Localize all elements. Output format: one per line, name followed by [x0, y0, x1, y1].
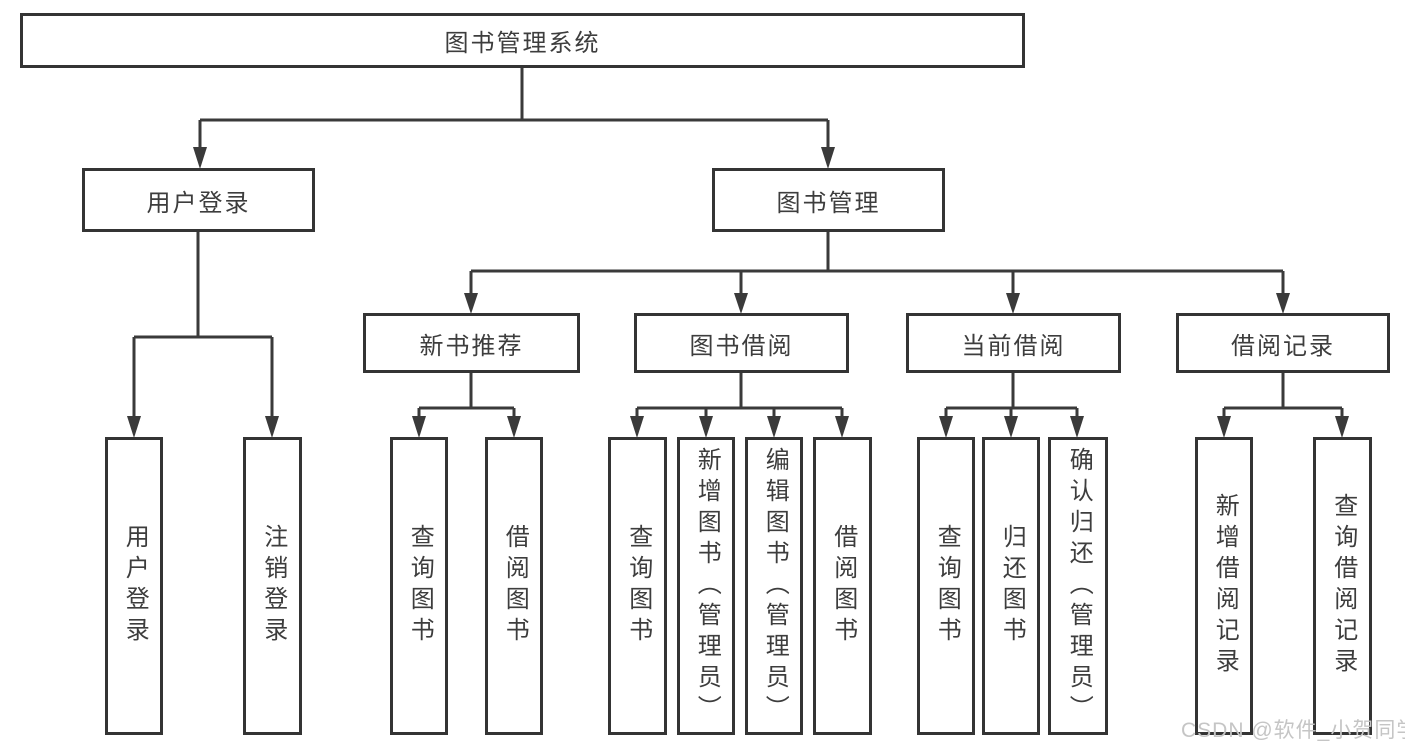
- leaf-label: 查询图书: [624, 524, 652, 648]
- node-book-management: 图书管理: [712, 168, 945, 232]
- arrowhead-icon: [265, 416, 279, 438]
- leaf-user-login: 用户登录: [105, 437, 163, 735]
- leaf-query-books-recommend: 查询图书: [390, 437, 448, 735]
- leaf-label: 用户登录: [121, 524, 149, 648]
- node-book-borrow: 图书借阅: [634, 313, 849, 373]
- node-label: 图书借阅: [689, 332, 794, 360]
- node-label: 用户登录: [146, 189, 251, 217]
- node-label: 图书管理: [776, 189, 881, 217]
- leaf-borrow-books-borrow: 借阅图书: [813, 437, 872, 735]
- leaf-label: 查询图书: [406, 524, 434, 648]
- leaf-logout: 注销登录: [243, 437, 302, 735]
- arrowhead-icon: [1217, 416, 1231, 438]
- leaf-add-books-admin: 新增图书（管理员）: [677, 437, 735, 735]
- node-new-book-recommend: 新书推荐: [363, 313, 580, 373]
- leaf-label: 注销登录: [259, 524, 287, 648]
- leaf-return-books: 归还图书: [982, 437, 1040, 735]
- leaf-label: 新增图书（管理员）: [693, 446, 721, 726]
- arrowhead-icon: [193, 147, 207, 169]
- leaf-label: 确认归还（管理员）: [1065, 446, 1093, 726]
- node-label: 当前借阅: [961, 332, 1066, 360]
- arrowhead-icon: [1335, 416, 1349, 438]
- leaf-query-books-current: 查询图书: [917, 437, 975, 735]
- arrowhead-icon: [127, 416, 141, 438]
- leaf-label: 归还图书: [998, 524, 1026, 648]
- arrowhead-icon: [412, 416, 426, 438]
- arrowhead-icon: [1070, 416, 1084, 438]
- node-label: 借阅记录: [1231, 332, 1335, 360]
- arrowhead-icon: [821, 147, 835, 169]
- edge-book-mgmt-children: [464, 232, 1290, 314]
- arrowhead-icon: [507, 416, 521, 438]
- arrowhead-icon: [1006, 293, 1020, 314]
- leaf-edit-books-admin: 编辑图书（管理员）: [745, 437, 803, 735]
- node-label: 新书推荐: [419, 332, 524, 360]
- node-label: 图书管理系统: [444, 30, 601, 57]
- arrowhead-icon: [835, 416, 849, 438]
- csdn-watermark: CSDN @软件_小贺同学: [1181, 719, 1405, 742]
- arrowhead-icon: [1276, 293, 1290, 314]
- leaf-label: 查询借阅记录: [1329, 493, 1357, 679]
- arrowhead-icon: [939, 416, 953, 438]
- leaf-add-borrow-record: 新增借阅记录: [1195, 437, 1253, 735]
- edge-root-to-level2: [193, 68, 835, 169]
- arrowhead-icon: [464, 293, 478, 314]
- edge-current-borrow-children: [939, 373, 1084, 438]
- edge-new-books-children: [412, 373, 521, 438]
- node-borrow-records: 借阅记录: [1176, 313, 1390, 373]
- edge-user-login-children: [127, 232, 279, 438]
- arrowhead-icon: [734, 293, 748, 314]
- node-root: 图书管理系统: [20, 13, 1025, 68]
- node-current-borrow: 当前借阅: [906, 313, 1121, 373]
- leaf-confirm-return-admin: 确认归还（管理员）: [1048, 437, 1108, 735]
- leaf-borrow-books-recommend: 借阅图书: [485, 437, 543, 735]
- leaf-label: 借阅图书: [829, 524, 857, 648]
- leaf-label: 新增借阅记录: [1211, 493, 1239, 679]
- arrowhead-icon: [1004, 416, 1018, 438]
- arrowhead-icon: [699, 416, 713, 438]
- edge-borrow-records-children: [1217, 373, 1349, 438]
- leaf-label: 借阅图书: [501, 524, 529, 648]
- leaf-query-books-borrow: 查询图书: [608, 437, 667, 735]
- leaf-label: 编辑图书（管理员）: [761, 446, 789, 726]
- leaf-query-borrow-record: 查询借阅记录: [1313, 437, 1372, 735]
- node-user-login: 用户登录: [82, 168, 315, 232]
- leaf-label: 查询图书: [933, 524, 961, 648]
- arrowhead-icon: [630, 416, 644, 438]
- arrowhead-icon: [767, 416, 781, 438]
- edge-book-borrow-children: [630, 373, 849, 438]
